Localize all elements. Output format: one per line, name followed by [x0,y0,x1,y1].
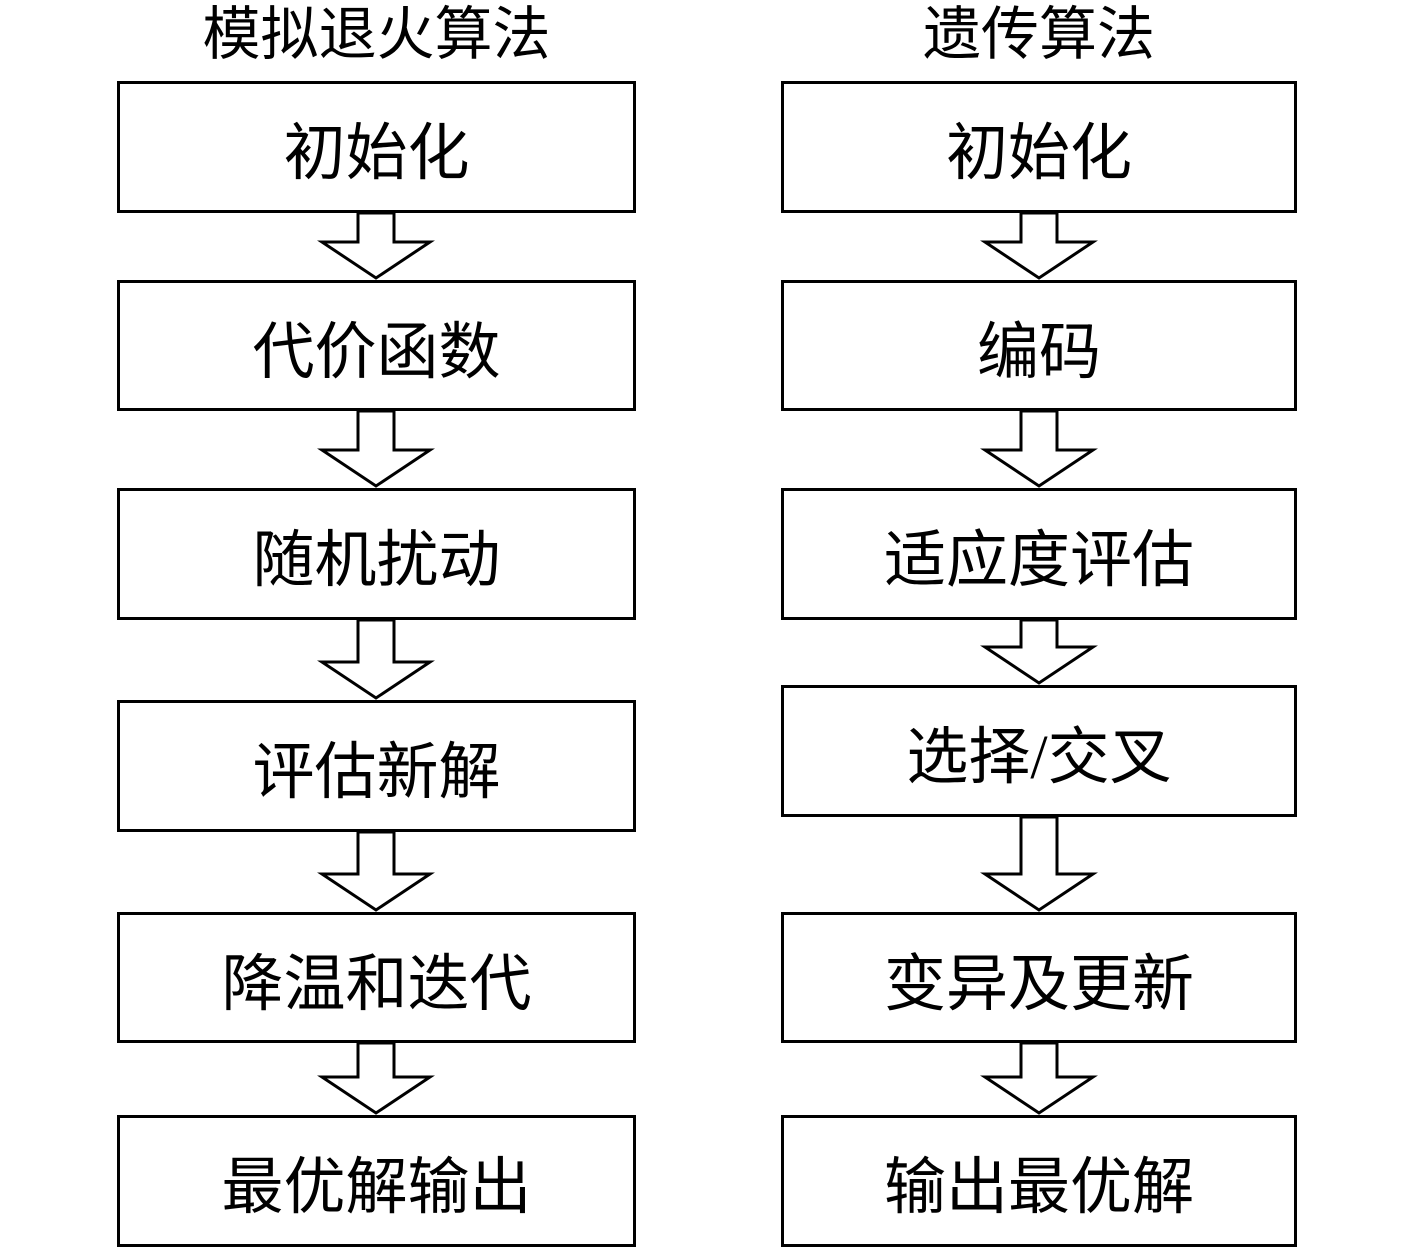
column-title-genetic-algorithm: 遗传算法 [922,2,1155,67]
sa-step-box-evaluate-solution: 评估新解 [117,700,636,832]
down-arrow-icon [317,1041,435,1115]
ga-step-box-encoding: 编码 [781,280,1297,411]
down-arrow-icon [980,409,1098,488]
ga-step-box-selection-crossover: 选择/交叉 [781,685,1297,817]
down-arrow-icon [980,1041,1098,1115]
down-arrow-icon [980,618,1098,685]
down-arrow-icon [317,211,435,280]
sa-step-box-output-optimum: 最优解输出 [117,1115,636,1247]
ga-step-box-initialization: 初始化 [781,81,1297,213]
column-title-simulated-annealing: 模拟退火算法 [202,2,551,67]
sa-step-box-initialization: 初始化 [117,81,636,213]
down-arrow-icon [980,815,1098,912]
sa-step-box-cooling-iteration: 降温和迭代 [117,912,636,1043]
sa-step-box-cost-function: 代价函数 [117,280,636,411]
ga-step-box-fitness-evaluation: 适应度评估 [781,488,1297,620]
sa-step-box-random-perturb: 随机扰动 [117,488,636,620]
ga-step-box-output-optimum: 输出最优解 [781,1115,1297,1247]
ga-step-box-mutation-update: 变异及更新 [781,912,1297,1043]
down-arrow-icon [980,211,1098,280]
down-arrow-icon [317,830,435,912]
down-arrow-icon [317,618,435,700]
down-arrow-icon [317,409,435,488]
